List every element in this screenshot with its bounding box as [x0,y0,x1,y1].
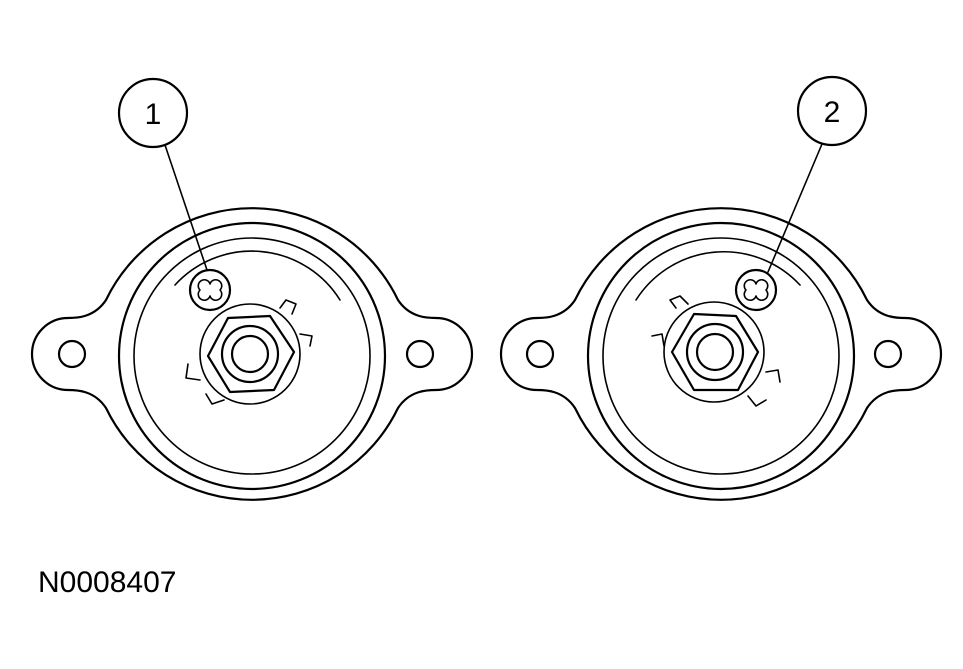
nut-circle-right [685,322,745,382]
flange-outline-left [30,207,474,501]
clip-left-1 [279,299,297,315]
nut-circle-left [220,324,280,384]
mount-hole-right-a [525,339,555,369]
clip-right-3 [765,369,781,383]
clip-right-4 [747,395,767,407]
screw-head-ring-right [734,268,778,312]
body-ring-inner-left [133,237,371,475]
clip-right-2 [651,333,665,347]
clip-left-4 [205,393,225,405]
screw-lobes-left [197,278,223,302]
assembly-right: 2 [499,75,943,501]
callout-bubble-2 [796,75,868,147]
screw-head-ring-left [188,268,232,312]
body-arc-left [174,250,341,301]
body-ring-outer-left [117,221,387,491]
callout-bubble-1 [117,77,189,149]
clip-right-1 [669,295,689,309]
mount-hole-left-b [405,339,435,369]
callout-label-1: 1 [145,98,162,131]
assembly-left: 1 [30,77,474,501]
flange-outline-right [499,207,943,501]
shaft-left [230,334,270,374]
hex-nut-right [670,312,760,392]
hex-nut-left [206,314,296,394]
body-ring-outer-right [586,221,856,491]
hub-ring-right [663,301,765,403]
screw-lobes-right [743,278,769,302]
figure-id-label: N0008407 [38,566,177,599]
shaft-right [695,332,735,372]
mount-hole-left-a [57,339,87,369]
body-ring-inner-right [602,237,840,475]
leader-line-2 [767,143,823,273]
clip-left-2 [299,333,313,347]
body-arc-right [635,251,801,301]
mount-hole-right-b [873,339,903,369]
callout-label-2: 2 [824,96,841,129]
clip-left-3 [185,363,201,381]
leader-line-1 [164,144,208,271]
hub-ring-left [199,303,301,405]
